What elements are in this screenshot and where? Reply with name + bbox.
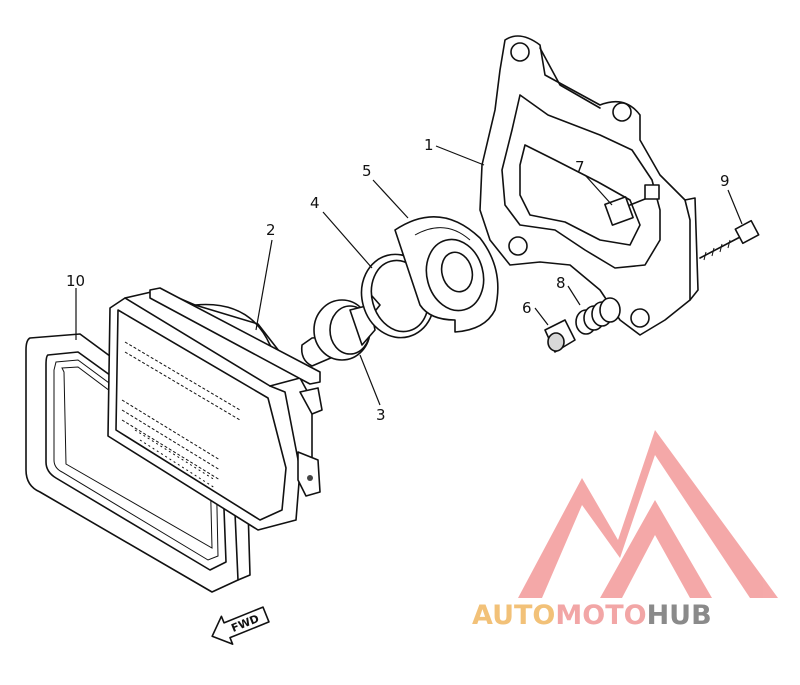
callout-3: 3 xyxy=(376,406,386,424)
part-6-nut xyxy=(544,319,576,353)
callout-4: 4 xyxy=(310,194,320,212)
part-1-bracket xyxy=(479,35,699,336)
part-7-adjuster xyxy=(604,184,660,226)
part-2-headlight-unit xyxy=(107,287,323,531)
part-9-screw xyxy=(699,219,760,261)
callout-8: 8 xyxy=(556,274,566,292)
callout-6: 6 xyxy=(522,299,532,317)
part-5-socket-cover xyxy=(394,215,499,333)
watermark-hub: HUB xyxy=(646,600,712,631)
part-10-rim xyxy=(25,333,251,593)
watermark-logo xyxy=(518,430,778,598)
watermark-moto: MOTO xyxy=(555,600,647,631)
callout-9: 9 xyxy=(720,172,730,190)
part-8-spring xyxy=(575,297,621,335)
watermark-auto: AUTO xyxy=(472,600,556,631)
callout-1: 1 xyxy=(424,136,434,154)
callout-5: 5 xyxy=(362,162,372,180)
watermark-brand: AUTOMOTOHUB xyxy=(472,600,794,640)
callout-labels: 1 2 3 4 5 6 7 8 9 10 xyxy=(66,136,730,424)
callout-10: 10 xyxy=(66,272,85,290)
lens-pattern xyxy=(121,341,241,489)
fwd-arrow-icon: FWD xyxy=(211,606,270,645)
callout-2: 2 xyxy=(266,221,276,239)
leader-lines xyxy=(75,145,743,406)
callout-7: 7 xyxy=(575,158,585,176)
